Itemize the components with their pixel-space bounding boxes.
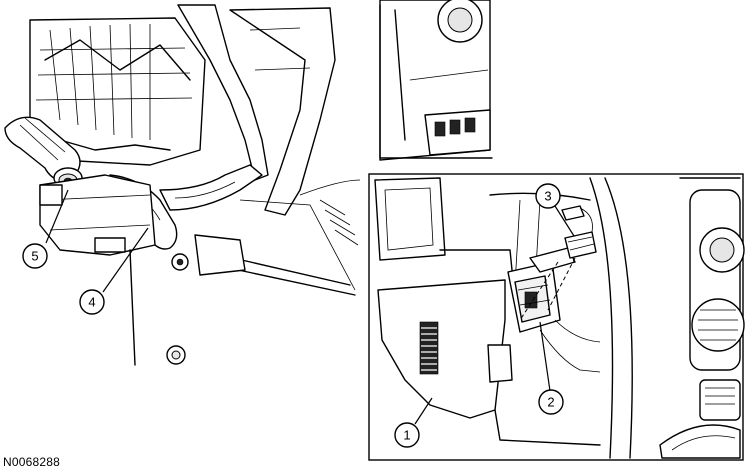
callout-2: 2: [538, 321, 564, 415]
callout-3-label: 3: [544, 189, 551, 204]
callout-4-label: 4: [88, 295, 95, 310]
dash-detail-top-right: [379, 0, 493, 161]
figure-id: N0068288: [3, 455, 60, 469]
callout-2-label: 2: [547, 395, 554, 410]
callout-1-label: 1: [403, 428, 410, 443]
callout-5-label: 5: [31, 249, 38, 264]
callout-5: 5: [22, 189, 69, 269]
callout-4: 4: [79, 227, 149, 315]
callout-1: 1: [394, 397, 433, 448]
callout-3: 3: [535, 183, 575, 237]
main-illustration: [4, 4, 361, 366]
inset-detail: [368, 173, 745, 461]
